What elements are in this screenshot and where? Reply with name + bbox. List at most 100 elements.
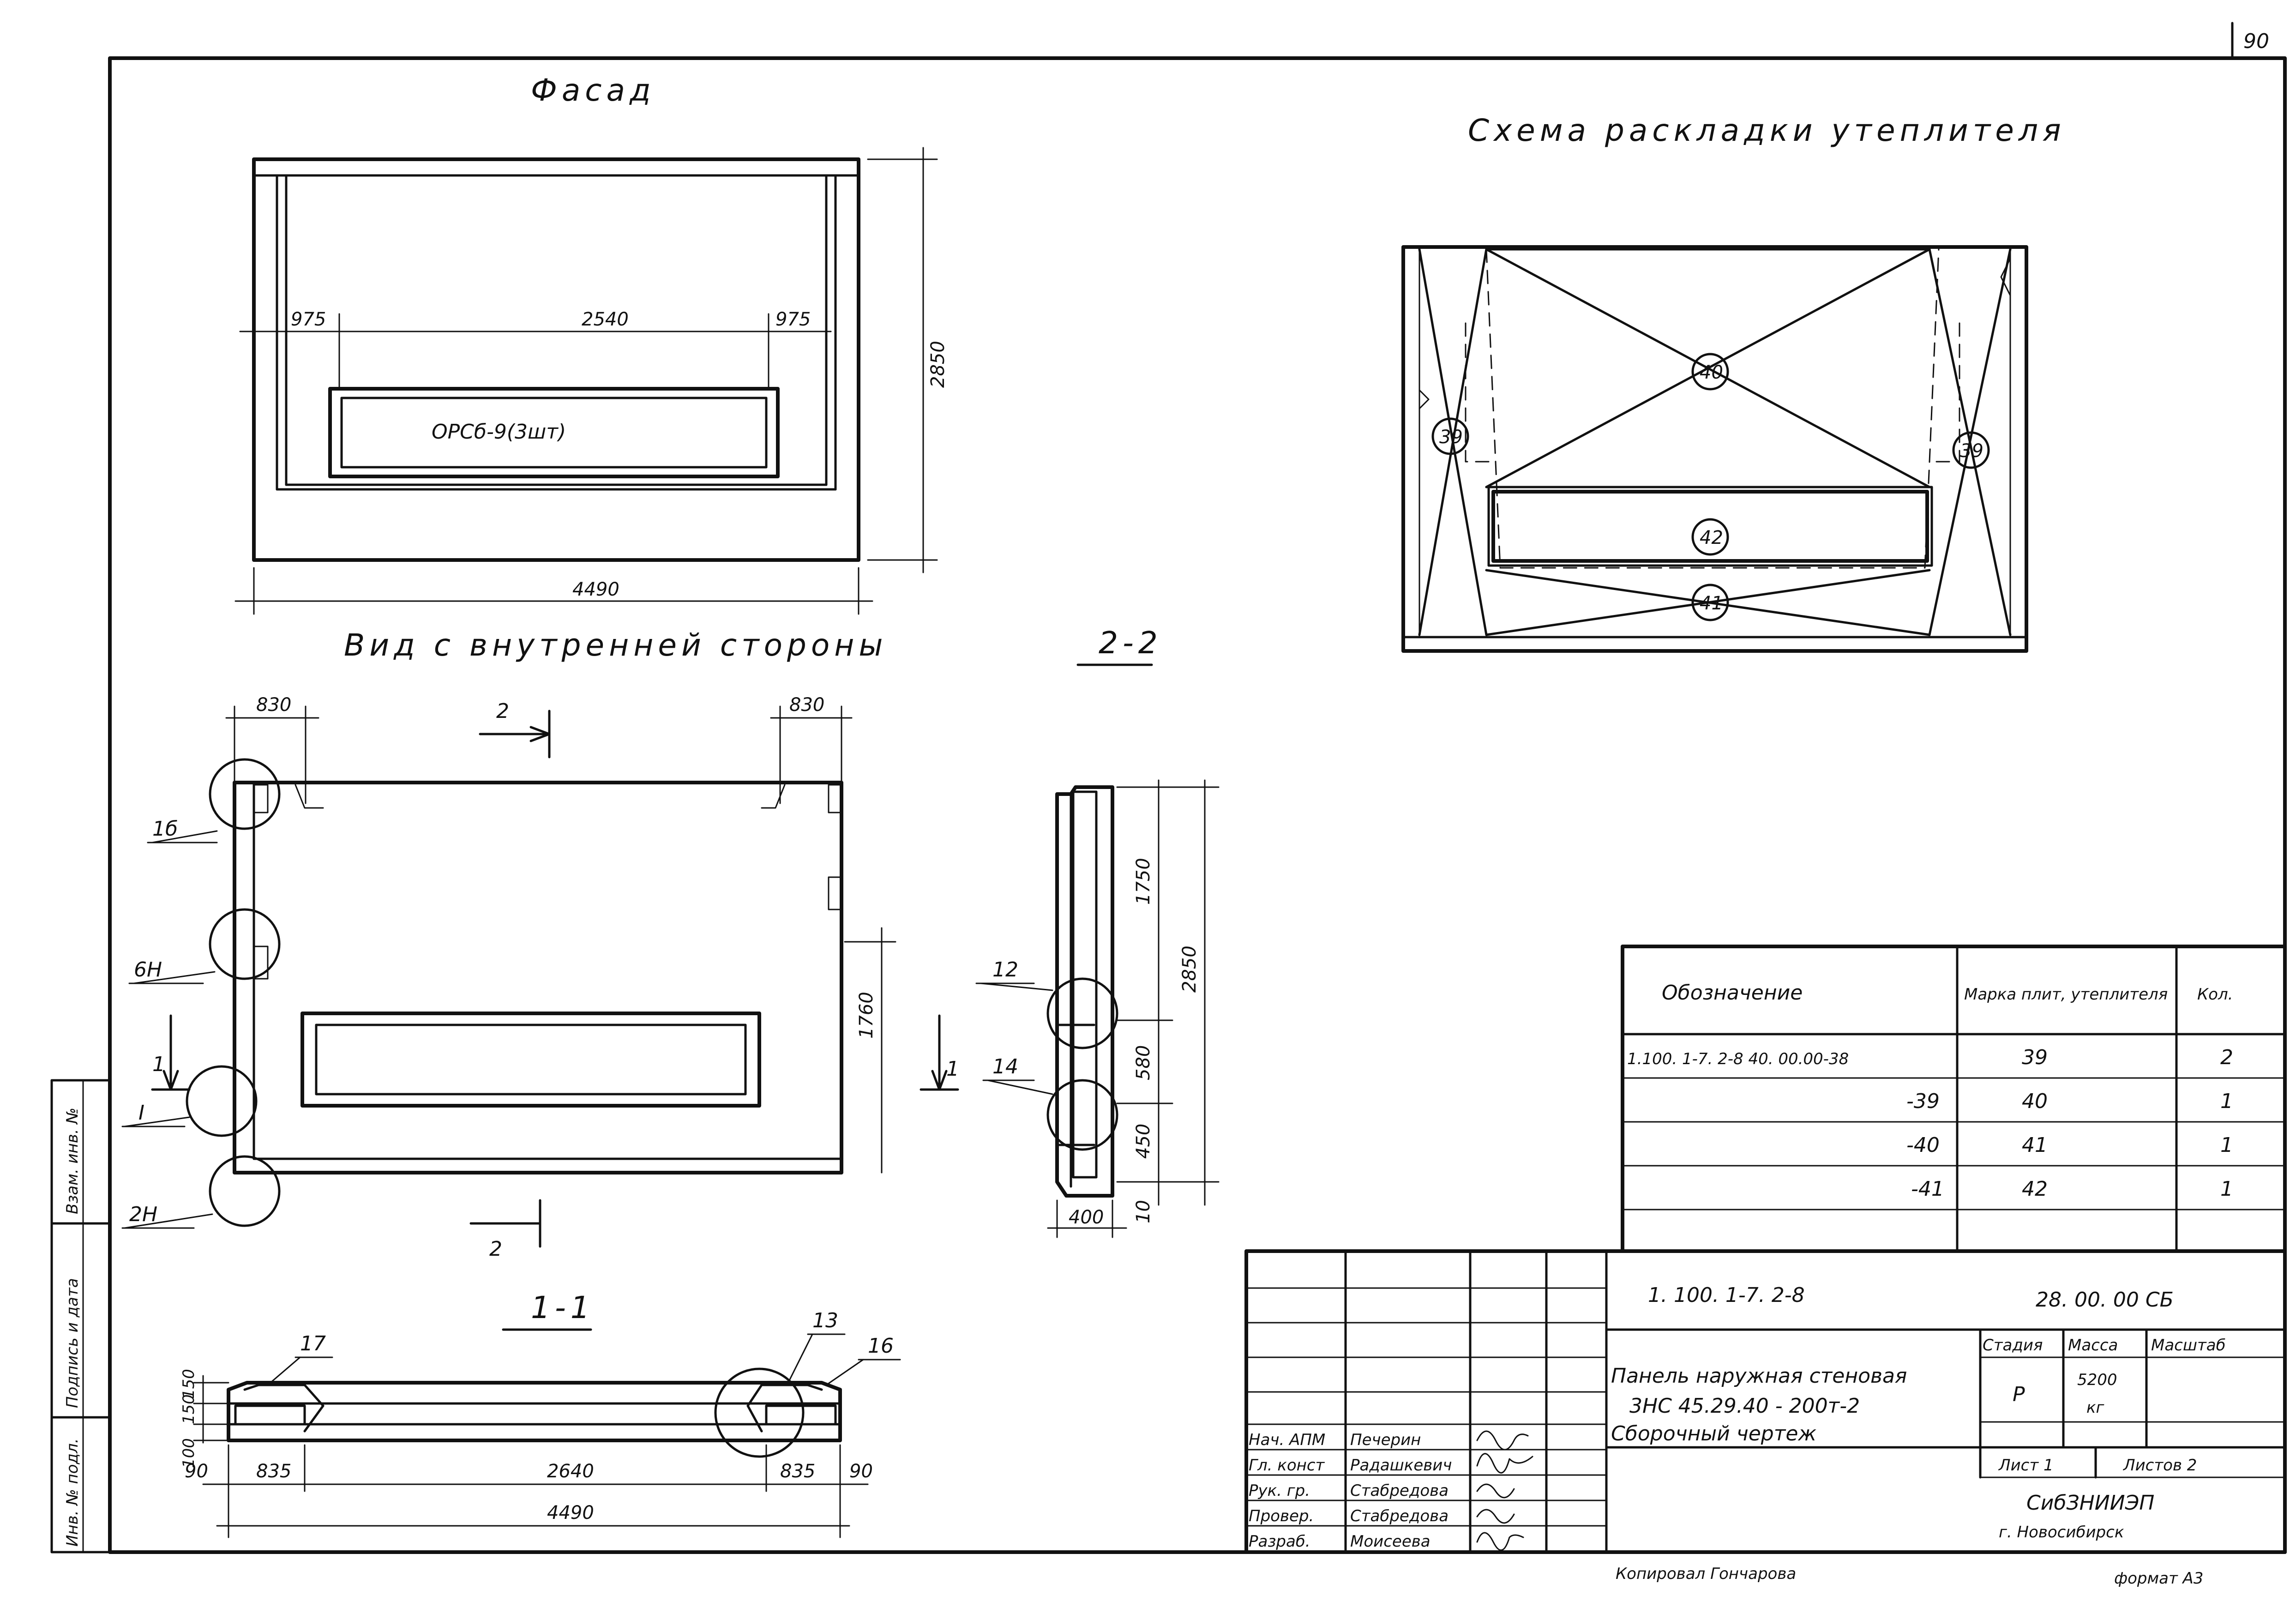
title-mass-label: Масса <box>2068 1336 2118 1355</box>
section-1-1-dim-90-right: 90 <box>849 1461 873 1482</box>
spec-row-1-mark: 39 <box>2022 1046 2048 1069</box>
callout-1b: 1б <box>152 817 178 841</box>
section-1-1-dim-835-left: 835 <box>256 1461 291 1482</box>
title-scale-label: Масштаб <box>2151 1336 2226 1355</box>
spec-row-4-mark: 42 <box>2022 1177 2048 1201</box>
inner-view-title: Вид с внутренней стороны <box>344 627 888 663</box>
section-1-1: 1-1 150 150 100 90 835 2640 835 90 4490 <box>180 1290 901 1538</box>
insulation-scheme: Схема раскладки утеплителя 39 40 <box>1401 113 2066 653</box>
signature-role-3: Рук. гр. <box>1249 1481 1310 1500</box>
facade-dim-left: 975 <box>291 309 326 330</box>
section-mark-1-right: 1 <box>946 1057 959 1081</box>
callout-16: 16 <box>868 1334 894 1358</box>
spec-row-2-designation: -39 <box>1906 1090 1940 1113</box>
section-mark-1-left: 1 <box>152 1053 165 1076</box>
inner-window <box>301 1012 761 1108</box>
section-1-1-dim-150-mid: 150 <box>180 1394 198 1424</box>
section-1-1-title: 1-1 <box>531 1290 595 1325</box>
insulation-title: Схема раскладки утеплителя <box>1468 113 2066 148</box>
spec-row-2-qty: 1 <box>2220 1090 2233 1113</box>
section-1-1-dim-150-top: 150 <box>180 1369 198 1399</box>
spec-row-1-designation: 1.100. 1-7. 2-8 40. 00.00-38 <box>1627 1050 1849 1068</box>
title-stage-label: Стадия <box>1983 1336 2043 1355</box>
facade-dim-width: 4490 <box>572 579 619 600</box>
section-2-2-dim-2850: 2850 <box>1179 946 1200 993</box>
insulation-marker-39-right: 39 <box>1960 440 1983 462</box>
signature-name-2: Радашкевич <box>1350 1456 1452 1475</box>
side-stamp-inventory: Инв. № подл. <box>63 1438 82 1547</box>
title-org-line2: г. Новосибирск <box>1999 1523 2124 1542</box>
title-mass-unit: кг <box>2086 1398 2105 1417</box>
spec-header-designation: Обозначение <box>1662 981 1803 1005</box>
signature-role-2: Гл. конст <box>1249 1456 1325 1475</box>
section-1-1-dim-2640: 2640 <box>547 1461 594 1482</box>
signature-role-5: Разраб. <box>1249 1532 1310 1551</box>
sheet-footer: Копировал Гончарова формат А3 <box>1616 1565 2203 1588</box>
callout-6h: 6Н <box>134 958 162 982</box>
inner-dim-left-830: 830 <box>256 694 291 716</box>
spec-header-qty: Кол. <box>2197 985 2233 1004</box>
title-sheets-label: Листов 2 <box>2122 1456 2197 1475</box>
callout-I: I <box>138 1101 144 1125</box>
spec-row-3-qty: 1 <box>2220 1133 2233 1157</box>
callout-17: 17 <box>300 1332 326 1355</box>
insulation-marker-42: 42 <box>1700 527 1723 548</box>
section-mark-2-top: 2 <box>496 699 509 723</box>
facade-dim-middle: 2540 <box>582 309 629 330</box>
signature-role-4: Провер. <box>1249 1507 1314 1525</box>
sheet-frame: 90 <box>108 22 2287 1554</box>
signature-name-3: Стабредова <box>1350 1481 1449 1500</box>
facade-window-label: ОРСб-9(3шт) <box>432 420 566 444</box>
section-2-2-dim-10: 10 <box>1133 1200 1154 1223</box>
title-org-line1: СибЗНИИЭП <box>2026 1491 2154 1515</box>
spec-row-2-mark: 40 <box>2022 1090 2048 1113</box>
title-name-line2: 3НС 45.29.40 - 200т-2 <box>1629 1394 1860 1418</box>
spec-row-1-qty: 2 <box>2220 1046 2233 1069</box>
facade-window <box>328 387 780 478</box>
spec-row-3-designation: -40 <box>1906 1133 1940 1157</box>
page-number: 90 <box>2243 30 2269 53</box>
spec-row-4-designation: -41 <box>1911 1177 1944 1201</box>
section-2-2-title: 2-2 <box>1099 625 1162 661</box>
spec-table: Обозначение Марка плит, утеплителя Кол. … <box>1621 945 2287 1253</box>
copied-by: Копировал Гончарова <box>1616 1565 1796 1583</box>
insulation-marker-40: 40 <box>1700 362 1723 383</box>
section-1-1-dim-90-left: 90 <box>185 1461 208 1482</box>
facade-dim-height: 2850 <box>927 341 949 388</box>
signature-scribbles <box>1476 1430 1533 1551</box>
callout-2h: 2Н <box>129 1203 157 1226</box>
section-2-2-dim-400: 400 <box>1069 1207 1104 1228</box>
facade-view: Фасад ОРСб-9(3шт) 975 2540 975 2850 4490 <box>234 72 949 615</box>
side-stamp-signature: Подпись и дата <box>63 1278 82 1408</box>
spec-row-4-qty: 1 <box>2220 1177 2233 1201</box>
insulation-marker-41: 41 <box>1700 593 1723 614</box>
title-stage-value: Р <box>2013 1383 2025 1406</box>
signature-name-1: Печерин <box>1350 1431 1421 1449</box>
title-sheet-label: Лист 1 <box>1998 1456 2054 1475</box>
signature-name-5: Моисеева <box>1350 1532 1430 1551</box>
section-2-2-dim-580: 580 <box>1133 1045 1154 1080</box>
title-name-line1: Панель наружная стеновая <box>1611 1364 1907 1388</box>
facade-dim-right: 975 <box>775 309 811 330</box>
signature-role-1: Нач. АПМ <box>1249 1431 1325 1449</box>
callout-13: 13 <box>812 1309 838 1332</box>
callout-12: 12 <box>992 958 1018 982</box>
inner-dim-1760: 1760 <box>856 992 877 1039</box>
sheet-format: формат А3 <box>2114 1569 2203 1588</box>
spec-row-3-mark: 41 <box>2022 1133 2048 1157</box>
section-2-2-dim-450: 450 <box>1133 1124 1154 1159</box>
inner-dim-right-830: 830 <box>789 694 824 716</box>
callout-14: 14 <box>992 1055 1018 1078</box>
spec-header-mark: Марка плит, утеплителя <box>1964 985 2168 1004</box>
inner-side-view: Вид с внутренней стороны 830 830 1760 2 <box>121 627 959 1261</box>
section-2-2-dim-1750: 1750 <box>1133 858 1154 905</box>
signature-name-4: Стабредова <box>1350 1507 1449 1525</box>
section-2-2: 2-2 1750 2850 580 450 10 400 12 14 <box>975 625 1220 1238</box>
section-1-1-dim-100: 100 <box>180 1438 198 1468</box>
side-stamp: Инв. № подл. Подпись и дата Взам. инв. № <box>50 1079 111 1554</box>
title-mass-value: 5200 <box>2077 1371 2117 1389</box>
section-mark-2-bottom: 2 <box>489 1237 502 1261</box>
section-1-1-dim-835-right: 835 <box>780 1461 815 1482</box>
title-series: 1. 100. 1-7. 2-8 <box>1648 1283 1805 1307</box>
